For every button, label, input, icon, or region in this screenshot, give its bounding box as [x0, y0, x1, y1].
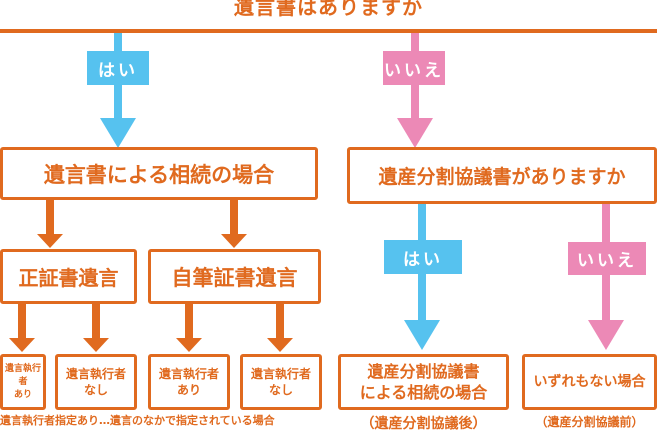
exec3-connector	[185, 304, 193, 340]
main-question: 遺言書はありますか	[234, 0, 423, 19]
executor-box: 遺言執行者 なし	[240, 354, 322, 410]
executor-footnote: 遺言執行者指定あり…遺言のなかで指定されている場合	[0, 414, 275, 427]
will-inheritance-box: 遺言書による相続の場合	[0, 147, 318, 200]
type1-connector	[46, 200, 54, 236]
exec4-connector	[276, 304, 284, 340]
notarized-will-box: 正証書遺言	[0, 249, 137, 304]
executor-box: 遺言執行者 なし	[55, 354, 137, 410]
branch-line	[0, 29, 657, 33]
yes-tag: はい	[87, 51, 149, 85]
exec1-connector	[18, 304, 26, 340]
exec4-arrow-icon	[267, 338, 293, 352]
type2-arrow-icon	[221, 234, 247, 248]
exec2-arrow-icon	[83, 338, 109, 352]
yes-arrow-icon	[100, 118, 136, 148]
no-documents-box: いずれもない場合	[522, 354, 657, 410]
agreement-no-arrow-icon	[588, 320, 624, 350]
exec2-connector	[92, 304, 100, 340]
after-agreement-note: （遺産分割協議後）	[360, 416, 487, 432]
exec1-arrow-icon	[9, 338, 35, 352]
division-agreement-question-box: 遺産分割協議書がありますか	[347, 147, 657, 204]
agreement-yes-arrow-icon	[404, 320, 440, 350]
executor-box: 遺言執行者 あり	[0, 354, 46, 410]
agreement-yes-tag: はい	[384, 240, 462, 274]
agreement-no-tag: いいえ	[568, 242, 646, 275]
no-arrow-icon	[397, 118, 433, 148]
holographic-will-box: 自筆証書遺言	[148, 249, 321, 304]
executor-box: 遺言執行者 あり	[148, 354, 230, 410]
type1-arrow-icon	[37, 234, 63, 248]
exec3-arrow-icon	[176, 338, 202, 352]
before-agreement-note: （遺産分割協議前）	[535, 415, 644, 429]
type2-connector	[230, 200, 238, 236]
agreement-inheritance-box: 遺産分割協議書 による相続の場合	[338, 354, 509, 410]
no-tag: いいえ	[383, 51, 445, 85]
